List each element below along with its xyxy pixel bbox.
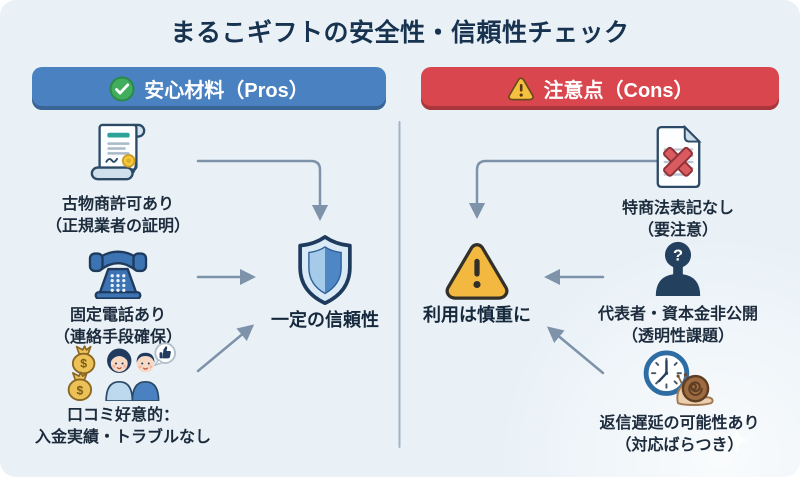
- item-label-line: （対応ばらつき）: [615, 437, 744, 454]
- clock-snail-icon: [643, 350, 714, 406]
- item-label-line: 入金実績・トラブルなし: [34, 429, 211, 446]
- item-label-line: （正規業者の証明）: [45, 218, 190, 235]
- svg-text:?: ?: [673, 247, 683, 265]
- item-label-line: 固定電話あり: [69, 307, 166, 324]
- page-title: まるこギフトの安全性・信頼性チェック: [170, 19, 630, 47]
- cons-item-anonymous: ? 代表者・資本金非公開 （透明性課題）: [578, 240, 778, 348]
- item-label-line: 口コミ好意的：: [66, 407, 179, 424]
- telephone-icon: [88, 250, 148, 299]
- warning-sign-icon: [445, 243, 509, 300]
- item-label-line: （要注意）: [637, 222, 718, 239]
- cons-conclusion: 利用は慎重に: [385, 240, 569, 327]
- shield-icon: [298, 235, 352, 305]
- svg-text:$: $: [80, 357, 87, 371]
- cons-item-document: 特商法表記なし （要注意）: [578, 124, 778, 242]
- svg-text:$: $: [76, 383, 83, 397]
- item-label-line: 返信遅延の可能性あり: [599, 415, 760, 432]
- anonymous-person-icon: ?: [655, 241, 701, 296]
- pros-header-label: 安心材料（Pros）: [144, 80, 309, 102]
- pros-item-reviews: $ $: [13, 341, 233, 449]
- pros-conclusion-label: 一定の信頼性: [271, 310, 379, 330]
- thumbs-up-icon: [154, 342, 176, 367]
- cons-header-label: 注意点（Cons）: [543, 80, 694, 102]
- item-label-line: 代表者・資本金非公開: [597, 306, 758, 323]
- certificate-icon: [90, 123, 146, 181]
- item-label-line: （連絡手段確保）: [53, 329, 182, 346]
- pros-item-telephone: 固定電話あり （連絡手段確保）: [18, 241, 218, 349]
- woman-figure: [105, 348, 134, 401]
- item-label-line: 特商法表記なし: [621, 200, 734, 217]
- item-label-line: （透明性課題）: [621, 328, 734, 345]
- cons-conclusion-label: 利用は慎重に: [423, 305, 531, 325]
- cons-item-delay: 返信遅延の可能性あり （対応ばらつき）: [572, 349, 787, 457]
- man-figure: [131, 352, 160, 401]
- pros-conclusion: 一定の信頼性: [233, 233, 417, 332]
- item-label-line: 古物商許可あり: [61, 196, 174, 213]
- reviews-people-icon: $ $: [67, 342, 176, 401]
- cons-header: 注意点（Cons）: [421, 67, 779, 110]
- pros-item-certificate: 古物商許可あり （正規業者の証明）: [18, 122, 218, 238]
- snail-figure: [675, 373, 714, 406]
- money-bag-icon: $ $: [67, 345, 96, 401]
- document-x-icon: [656, 124, 702, 189]
- warning-triangle-icon: [507, 77, 534, 101]
- check-circle-icon: [109, 76, 135, 101]
- pros-header: 安心材料（Pros）: [32, 67, 386, 110]
